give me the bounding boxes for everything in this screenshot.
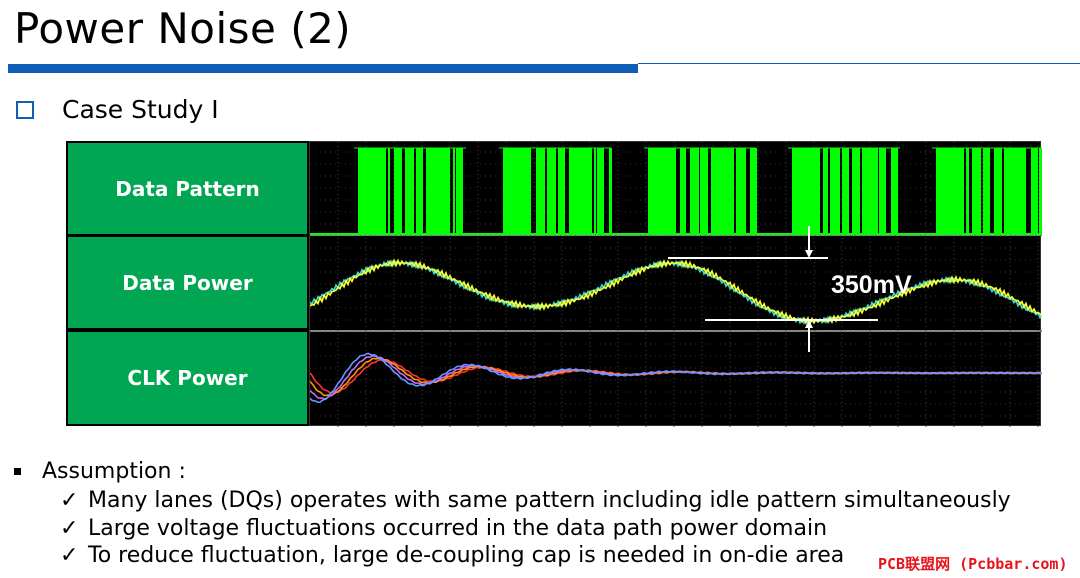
subheading: Case Study I [16, 95, 219, 124]
label-data-power: Data Power [66, 235, 309, 330]
assumption-list: ✓Many lanes (DQs) operates with same pat… [60, 487, 1011, 570]
watermark: PCB联盟网 (Pcbbar.com) [878, 555, 1068, 573]
label-clk-power: CLK Power [66, 330, 309, 426]
checkmark-icon: ✓ [60, 488, 79, 513]
scope-waveforms: 350mV [310, 142, 1042, 427]
checkmark-icon: ✓ [60, 515, 79, 541]
title-underline [8, 64, 638, 73]
list-item: ✓Many lanes (DQs) operates with same pat… [60, 488, 1011, 513]
voltage-label: 350mV [831, 271, 912, 299]
list-item: ✓To reduce fluctuation, large de-couplin… [60, 543, 845, 568]
assumption-heading: Assumption : [14, 459, 186, 484]
clk-power-waveform [310, 352, 1042, 404]
list-item: ✓Large voltage fluctuations occurred in … [60, 515, 828, 541]
assumption-heading-text: Assumption : [42, 459, 186, 484]
data-pattern-waveform [310, 147, 1042, 235]
voltage-annotation: 350mV [668, 226, 912, 352]
label-data-pattern: Data Pattern [66, 141, 309, 236]
slide-title: Power Noise (2) [14, 4, 352, 53]
bullet-icon [14, 468, 21, 475]
subheading-text: Case Study I [62, 95, 219, 124]
oscilloscope-capture: 350mV [309, 141, 1042, 427]
checkmark-icon: ✓ [60, 543, 79, 568]
title-underline-thin [638, 63, 1080, 64]
square-bullet-icon [16, 100, 34, 119]
panel-labels: Data Pattern Data Power CLK Power [66, 141, 309, 426]
data-power-waveform [310, 258, 1042, 326]
